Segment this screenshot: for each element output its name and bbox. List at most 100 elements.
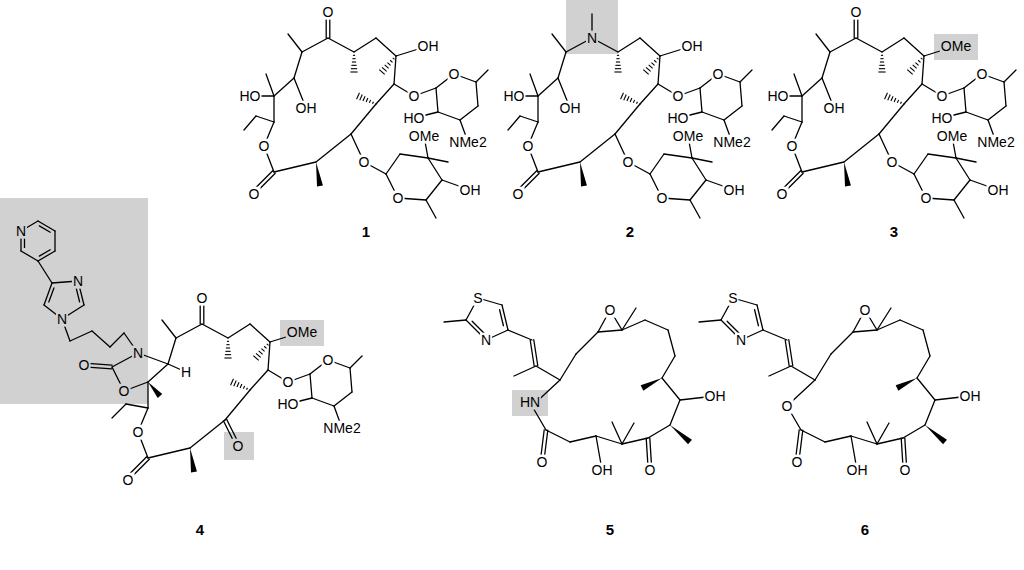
highlight-box: N [566, 0, 618, 54]
bond-line [755, 310, 759, 326]
bond-line [844, 134, 879, 162]
bond-line [310, 374, 312, 398]
bond-line [444, 320, 466, 322]
bond-line [126, 404, 148, 408]
compound-number: 1 [361, 224, 371, 240]
atom-label: O [899, 463, 912, 478]
atom-label: O [132, 425, 145, 440]
atom-label: OH [459, 183, 482, 198]
bond-line [877, 423, 889, 444]
wedge-bond [316, 162, 323, 186]
atom-label: OH [417, 39, 440, 54]
bond-line [546, 430, 570, 442]
bond-line [702, 112, 724, 120]
hash-bond [918, 60, 920, 62]
bond-line [825, 436, 851, 442]
bond-line [740, 70, 752, 82]
atom-label: OMe [936, 129, 968, 144]
bond-line [1004, 70, 1016, 82]
atom-label: O [656, 191, 669, 206]
hash-bond [350, 71, 357, 72]
bond-line [530, 74, 538, 96]
atom-label: O [781, 399, 794, 414]
hash-bond [226, 344, 229, 345]
atom-label: OH [823, 101, 846, 116]
atom-label: O [522, 139, 535, 154]
bond-line [740, 82, 742, 106]
bond-line [853, 330, 877, 332]
bond-line [856, 38, 882, 52]
hash-bond [654, 60, 656, 62]
bond-line [622, 423, 634, 444]
bond-line [598, 330, 622, 332]
bond-line [576, 332, 598, 354]
bond-line [690, 200, 700, 218]
bond-line [801, 430, 825, 442]
hash-bond [900, 102, 902, 104]
bond-line [328, 38, 354, 52]
atom-label: HN [519, 395, 541, 410]
bond-line [428, 158, 448, 162]
hash-bond [880, 58, 883, 59]
bond-line [802, 162, 844, 172]
atom-label: S [472, 291, 483, 306]
hash-bond [390, 60, 392, 62]
highlight-box: HN [512, 390, 548, 416]
hash-bond [627, 96, 629, 101]
bond-line [350, 356, 362, 368]
hash-bond [614, 71, 621, 72]
atom-label: N [132, 346, 144, 361]
bond-line [904, 38, 924, 56]
atom-label: NMe2 [976, 135, 1015, 150]
bond-line [376, 38, 396, 56]
hash-bond [351, 68, 357, 69]
hash-bond [237, 382, 239, 387]
bond-line [190, 420, 225, 448]
atom-label: O [976, 67, 989, 82]
bond-line [350, 368, 352, 392]
hash-bond [267, 344, 269, 345]
bond-line [1004, 82, 1006, 106]
bond-line [664, 154, 692, 158]
bond-line [162, 320, 176, 338]
hash-bond [264, 346, 266, 348]
atom-label: OH [591, 463, 614, 478]
atom-label: N [72, 274, 84, 289]
atom-label: HO [239, 89, 262, 104]
atom-label: NMe2 [322, 421, 361, 436]
bond-line [244, 116, 256, 130]
hash-bond [913, 65, 917, 68]
bond-line [537, 96, 538, 122]
highlight-box: OMe [280, 320, 324, 346]
hash-bond [256, 353, 261, 357]
bond-line [954, 200, 964, 218]
bond-line [536, 366, 560, 380]
hash-bond [879, 65, 884, 66]
bond-line [988, 106, 1006, 120]
hash-bond [353, 55, 355, 56]
compound-number: 4 [195, 522, 205, 538]
bond-line [877, 308, 891, 330]
bond-line [428, 158, 442, 180]
atom-label: O [358, 155, 371, 170]
wedge-bond [190, 448, 197, 472]
atom-label: O [536, 455, 549, 470]
bond-line [538, 78, 558, 96]
compound-number: 6 [860, 522, 870, 538]
atom-label: OH [987, 183, 1010, 198]
bond-line [302, 38, 328, 52]
bond-line [917, 356, 930, 378]
bond-line [386, 154, 400, 174]
atom-label: N [735, 333, 747, 348]
bond-line [692, 158, 712, 162]
hash-bond [885, 93, 888, 100]
hash-bond [225, 351, 230, 352]
bond-line [966, 112, 988, 120]
wedge-bond [148, 382, 162, 398]
atom-label: O [791, 455, 804, 470]
highlight-box: O [224, 432, 254, 460]
hash-bond [231, 379, 234, 386]
hash-bond [352, 58, 355, 59]
atom-label: O [850, 5, 863, 20]
